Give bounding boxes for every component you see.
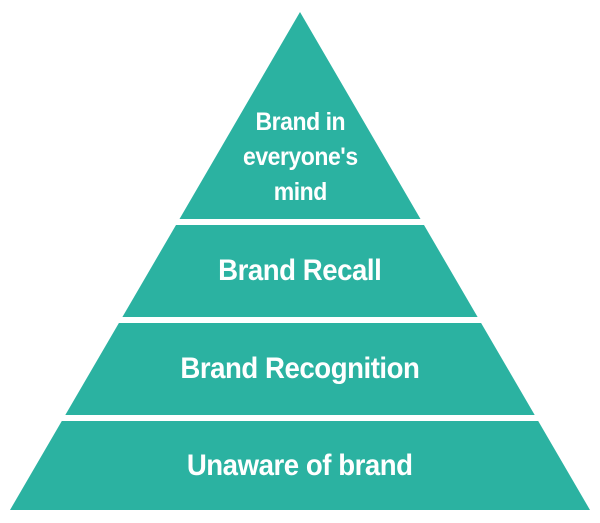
pyramid-level-top-label-line-3: mind xyxy=(273,178,327,206)
pyramid-level-brand-recall-label: Brand Recall xyxy=(218,254,382,287)
pyramid-level-brand-recognition: Brand Recognition xyxy=(65,323,535,415)
pyramid-level-brand-recognition-label: Brand Recognition xyxy=(180,352,420,385)
pyramid-level-top: Brand in everyone's mind xyxy=(179,12,421,219)
pyramid-level-unaware-of-brand: Unaware of brand xyxy=(10,421,590,510)
pyramid-level-top-label-line-2: everyone's xyxy=(242,143,358,171)
pyramid-level-top-label-line-1: Brand in xyxy=(255,108,345,136)
pyramid-level-brand-recall: Brand Recall xyxy=(122,225,478,317)
pyramid-level-unaware-of-brand-label: Unaware of brand xyxy=(187,448,413,482)
pyramid-level-top-label: Brand in everyone's mind xyxy=(243,105,358,219)
